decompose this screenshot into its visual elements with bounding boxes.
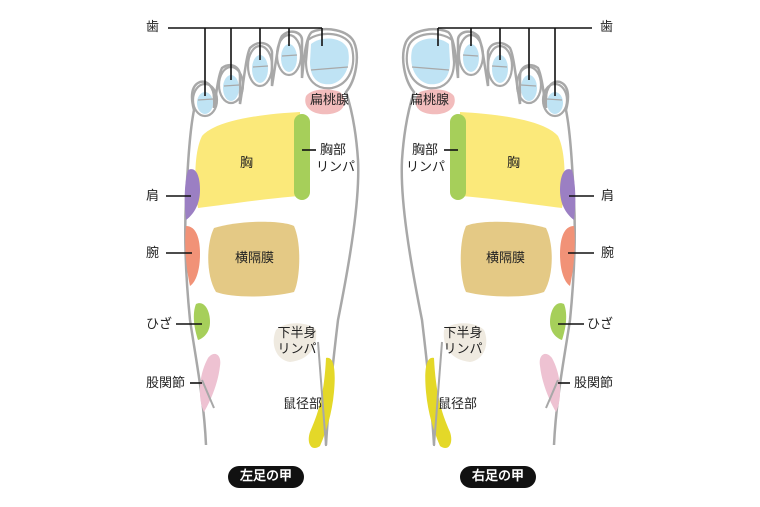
left-chest-lymph-zone: [294, 114, 310, 200]
left-hip-joint-zone: [199, 353, 221, 412]
right-knee-zone: [550, 303, 567, 340]
right-label-chest: 胸: [507, 156, 521, 171]
right-label-chest-lymph-1: 胸部: [412, 143, 439, 158]
right-teeth-zone-3: [492, 55, 508, 83]
left-label-diaphragm: 横隔膜: [235, 251, 275, 266]
right-diaphragm-zone: [460, 221, 552, 297]
left-teeth-zone-5: [197, 92, 213, 114]
left-teeth-zone-3: [252, 55, 268, 83]
left-label-chest-lymph-2: リンパ: [316, 160, 356, 175]
left-label-lower-body-lymph-1: 下半身: [277, 326, 317, 341]
left-chest-zone: [195, 112, 300, 208]
left-label-hip-joint: 股関節: [146, 376, 186, 391]
left-label-knee: ひざ: [146, 317, 173, 332]
right-teeth-zone-4: [521, 75, 537, 101]
right-foot-outline: [400, 28, 577, 446]
left-foot-caption-badge: 左足の甲: [228, 466, 305, 488]
left-lower-body-lymph-zone: [273, 323, 317, 362]
left-diaphragm-zone: [208, 221, 300, 297]
right-lower-body-lymph-zone: [443, 323, 487, 362]
left-label-chest: 胸: [240, 156, 254, 171]
left-teeth-zone-1: [310, 38, 349, 85]
left-arm-zone: [185, 226, 200, 286]
right-hip-joint-zone: [539, 353, 561, 412]
left-label-arm: 腕: [146, 246, 160, 261]
left-label-tonsils: 扁桃腺: [310, 93, 350, 108]
right-label-groin: 鼠径部: [438, 397, 478, 412]
right-chest-zone: [460, 112, 565, 208]
left-tonsils-zone: [305, 89, 345, 115]
left-label-teeth: 歯: [146, 20, 160, 35]
right-chest-lymph-zone: [450, 114, 466, 200]
right-foot-caption-badge: 右足の甲: [460, 466, 537, 488]
left-label-chest-lymph-1: 胸部: [320, 143, 347, 158]
right-label-knee: ひざ: [587, 317, 614, 332]
left-foot-outline: [183, 28, 360, 446]
left-label-groin: 鼠径部: [283, 397, 323, 412]
left-teeth-zone-4: [223, 75, 239, 101]
right-shoulder-zone: [560, 169, 576, 220]
right-tonsils-zone: [415, 89, 455, 115]
right-arm-zone: [560, 226, 575, 286]
left-label-shoulder: 肩: [146, 189, 160, 204]
left-shoulder-zone: [184, 169, 200, 220]
right-label-teeth: 歯: [600, 20, 614, 35]
left-label-lower-body-lymph-2: リンパ: [277, 342, 317, 357]
right-teeth-zone-5: [547, 92, 563, 114]
right-label-tonsils: 扁桃腺: [410, 93, 450, 108]
right-label-shoulder: 肩: [601, 189, 615, 204]
right-label-diaphragm: 横隔膜: [486, 251, 526, 266]
right-teeth-zone-2: [463, 44, 479, 72]
right-label-lower-body-lymph-2: リンパ: [443, 342, 483, 357]
right-teeth-zone-1: [411, 38, 450, 85]
right-label-arm: 腕: [601, 246, 615, 261]
right-label-chest-lymph-2: リンパ: [406, 160, 446, 175]
right-label-lower-body-lymph-1: 下半身: [443, 326, 483, 341]
left-teeth-zone-2: [281, 44, 297, 72]
left-knee-zone: [193, 303, 210, 340]
right-label-hip-joint: 股関節: [574, 376, 614, 391]
